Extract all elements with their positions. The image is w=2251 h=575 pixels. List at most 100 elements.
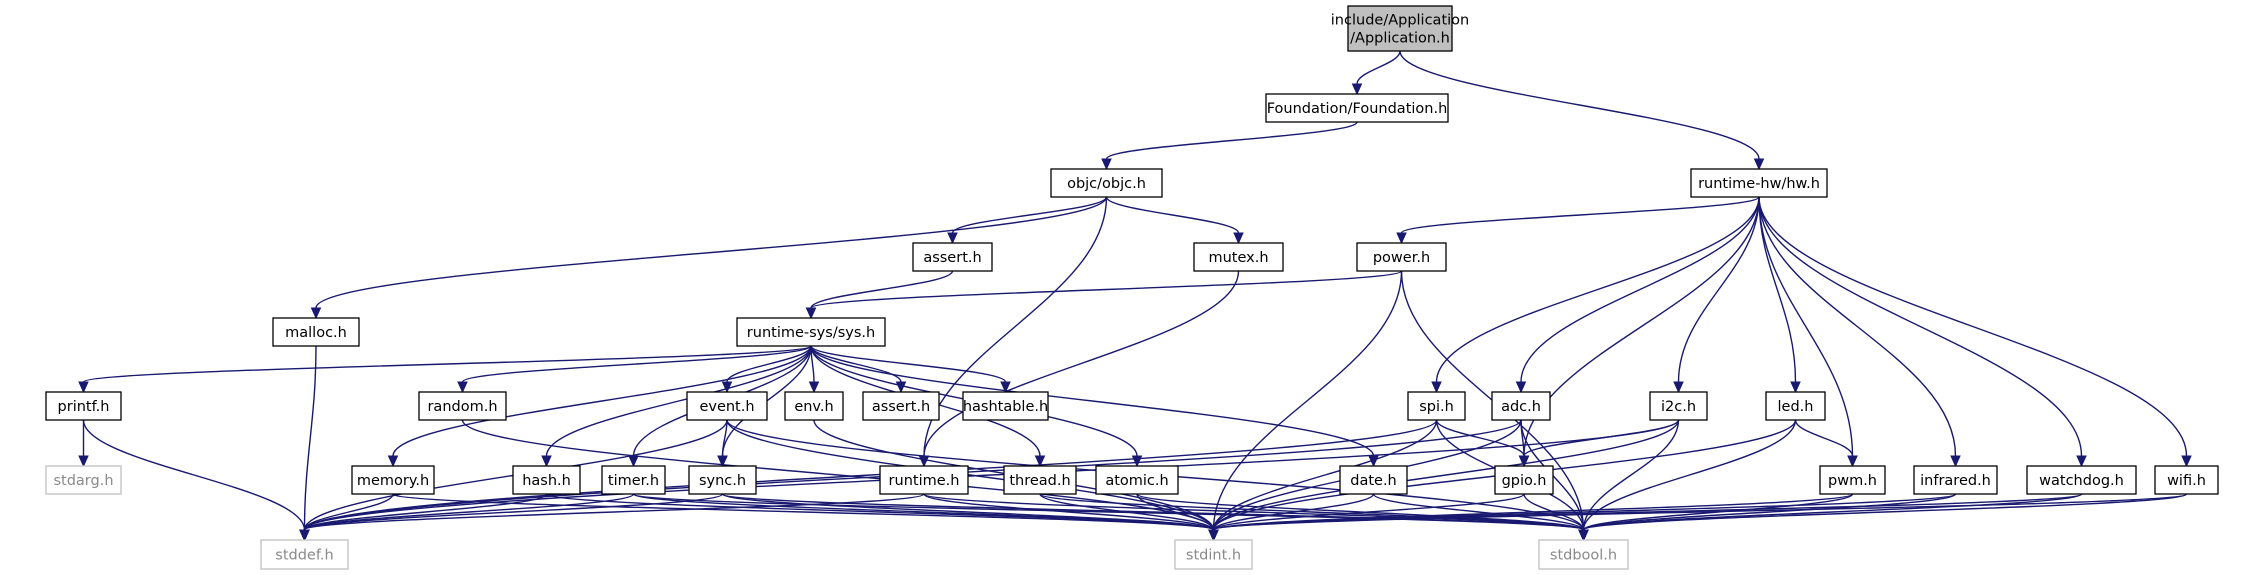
node-label: sync.h: [699, 473, 746, 489]
node-stdint: stdint.h: [1174, 539, 1253, 570]
include-edge-mutex-to-runtime: [918, 270, 1240, 468]
node-label: objc/objc.h: [1067, 176, 1146, 192]
node-label: hash.h: [522, 473, 571, 489]
include-edge-sys-to-event: [721, 345, 812, 394]
node-date[interactable]: date.h: [1339, 465, 1408, 495]
node-label: thread.h: [1009, 473, 1070, 489]
node-timer[interactable]: timer.h: [601, 465, 666, 495]
include-edge-i2c-to-gpio: [1518, 419, 1680, 468]
node-label: pwm.h: [1828, 473, 1877, 489]
include-edge-app-to-foundation: [1351, 50, 1401, 96]
node-label: stddef.h: [275, 548, 333, 564]
node-event[interactable]: event.h: [686, 391, 768, 421]
include-edge-printf-to-stdarg: [78, 420, 89, 468]
node-led[interactable]: led.h: [1765, 391, 1826, 421]
node-infrared[interactable]: infrared.h: [1913, 465, 1998, 495]
node-label: memory.h: [357, 473, 429, 489]
node-label: env.h: [794, 399, 833, 415]
node-stdarg: stdarg.h: [45, 465, 122, 495]
include-edge-objc-to-malloc: [310, 196, 1108, 320]
include-edge-power-to-sys: [805, 270, 1403, 320]
include-edge-hw-to-spi: [1431, 196, 1760, 394]
node-label: adc.h: [1501, 399, 1541, 415]
node-foundation[interactable]: Foundation/Foundation.h: [1265, 93, 1449, 123]
node-assert2[interactable]: assert.h: [862, 391, 940, 421]
include-edge-objc-to-mutex: [1105, 196, 1244, 245]
include-edge-wifi-to-stdint: [1208, 493, 2188, 542]
node-thread[interactable]: thread.h: [1003, 465, 1077, 495]
node-adc[interactable]: adc.h: [1491, 391, 1551, 421]
include-edge-hw-to-watchdog: [1758, 196, 2087, 468]
node-spi[interactable]: spi.h: [1407, 391, 1466, 421]
node-runtime[interactable]: runtime.h: [879, 465, 969, 495]
node-label: stdint.h: [1186, 548, 1241, 564]
include-edge-objc-to-assert1: [947, 196, 1108, 245]
node-label: spi.h: [1419, 399, 1454, 415]
node-power[interactable]: power.h: [1356, 242, 1447, 272]
include-edge-hw-to-adc: [1515, 196, 1760, 394]
node-label: assert.h: [923, 250, 981, 266]
node-atomic[interactable]: atomic.h: [1095, 465, 1179, 495]
node-printf[interactable]: printf.h: [45, 391, 122, 421]
node-label: random.h: [427, 399, 497, 415]
node-label: date.h: [1350, 473, 1397, 489]
node-label: stdarg.h: [53, 473, 113, 489]
include-edge-sys-to-memory: [387, 345, 812, 468]
node-mutex[interactable]: mutex.h: [1193, 242, 1284, 272]
include-edge-hw-to-pwm: [1758, 196, 1858, 468]
node-objc[interactable]: objc/objc.h: [1050, 168, 1163, 198]
node-label: runtime-sys/sys.h: [747, 325, 875, 341]
node-label: i2c.h: [1661, 399, 1696, 415]
node-hw[interactable]: runtime-hw/hw.h: [1690, 168, 1828, 198]
node-label: assert.h: [872, 399, 930, 415]
node-wifi[interactable]: wifi.h: [2154, 465, 2219, 495]
node-stdbool: stdbool.h: [1538, 539, 1629, 570]
node-label: power.h: [1373, 250, 1430, 266]
include-edge-sys-to-hashtable: [810, 345, 1011, 394]
include-edge-objc-to-runtime: [918, 196, 1108, 468]
node-label: include/Application: [1331, 13, 1469, 29]
node-i2c[interactable]: i2c.h: [1649, 391, 1708, 421]
node-memory[interactable]: memory.h: [351, 465, 435, 495]
node-label: watchdog.h: [2039, 473, 2124, 489]
include-edge-led-to-pwm: [1794, 419, 1858, 468]
node-label: wifi.h: [2167, 473, 2206, 489]
nodes-layer: include/Application/Application.hFoundat…: [45, 5, 2219, 570]
node-label: atomic.h: [1105, 473, 1168, 489]
node-label: mutex.h: [1208, 250, 1268, 266]
node-label: hashtable.h: [963, 399, 1048, 415]
include-edge-assert1-to-sys: [805, 270, 954, 320]
include-edge-sys-to-hash: [541, 345, 812, 468]
node-sync[interactable]: sync.h: [688, 465, 757, 495]
node-label: /Application.h: [1350, 31, 1450, 47]
node-sys[interactable]: runtime-sys/sys.h: [736, 317, 886, 347]
include-edge-hw-to-infrared: [1758, 196, 1961, 468]
node-label: malloc.h: [285, 325, 347, 341]
edges-layer: [78, 50, 2192, 542]
node-env[interactable]: env.h: [784, 391, 844, 421]
node-assert1[interactable]: assert.h: [912, 242, 993, 272]
include-edge-hw-to-gpio: [1518, 196, 1760, 468]
node-hash[interactable]: hash.h: [512, 465, 581, 495]
node-label: runtime-hw/hw.h: [1698, 176, 1820, 192]
node-random[interactable]: random.h: [418, 391, 507, 421]
node-label: event.h: [699, 399, 754, 415]
node-label: gpio.h: [1502, 473, 1547, 489]
node-label: stdbool.h: [1550, 548, 1617, 564]
node-hashtable[interactable]: hashtable.h: [962, 391, 1049, 421]
node-label: infrared.h: [1920, 473, 1991, 489]
include-edge-app-to-hw: [1399, 50, 1765, 171]
node-pwm[interactable]: pwm.h: [1819, 465, 1886, 495]
node-stddef: stddef.h: [260, 539, 349, 570]
include-edge-spi-to-stddef: [299, 419, 1438, 542]
node-label: Foundation/Foundation.h: [1267, 101, 1448, 117]
include-edge-sys-to-printf: [78, 345, 812, 394]
include-edge-foundation-to-objc: [1101, 121, 1358, 171]
node-malloc[interactable]: malloc.h: [272, 317, 360, 347]
node-watchdog[interactable]: watchdog.h: [2026, 465, 2137, 495]
node-gpio[interactable]: gpio.h: [1494, 465, 1554, 495]
node-app[interactable]: include/Application/Application.h: [1331, 5, 1469, 52]
include-edge-runtime-to-stddef: [299, 493, 925, 542]
include-edge-wifi-to-stdbool: [1578, 493, 2188, 542]
